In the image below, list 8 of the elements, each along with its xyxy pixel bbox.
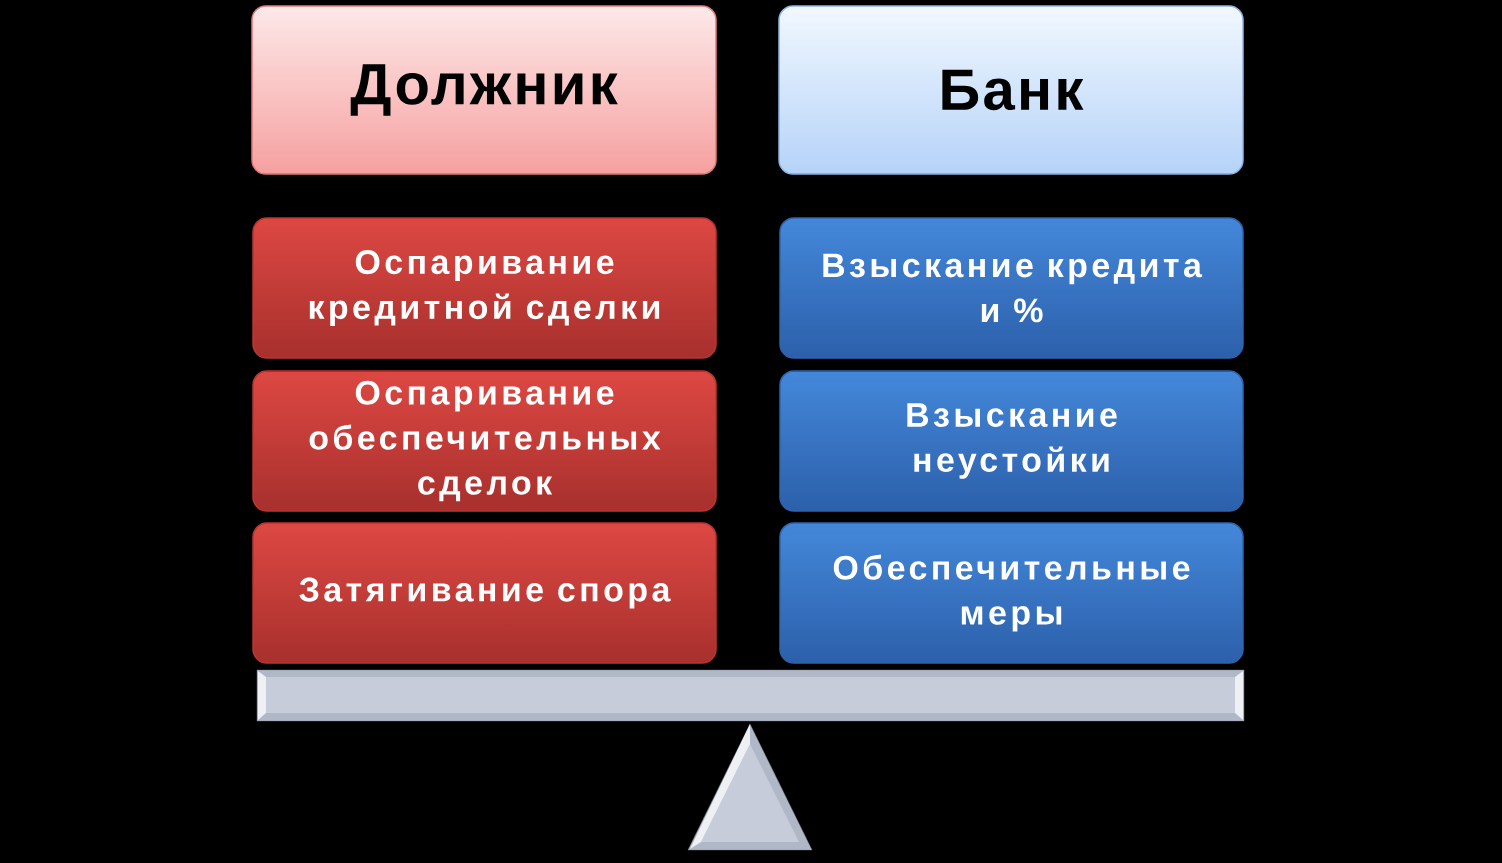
- header-box: Должник: [251, 5, 717, 175]
- action-box: Взыскание неустойки: [779, 370, 1244, 512]
- action-box: Обеспечительные меры: [779, 522, 1244, 664]
- action-box: Оспаривание обеспечительных сделок: [252, 370, 717, 512]
- action-box: Затягивание спора: [252, 522, 717, 664]
- action-box: Оспаривание кредитной сделки: [252, 217, 717, 359]
- header-box: Банк: [778, 5, 1244, 175]
- action-box: Взыскание кредита и %: [779, 217, 1244, 359]
